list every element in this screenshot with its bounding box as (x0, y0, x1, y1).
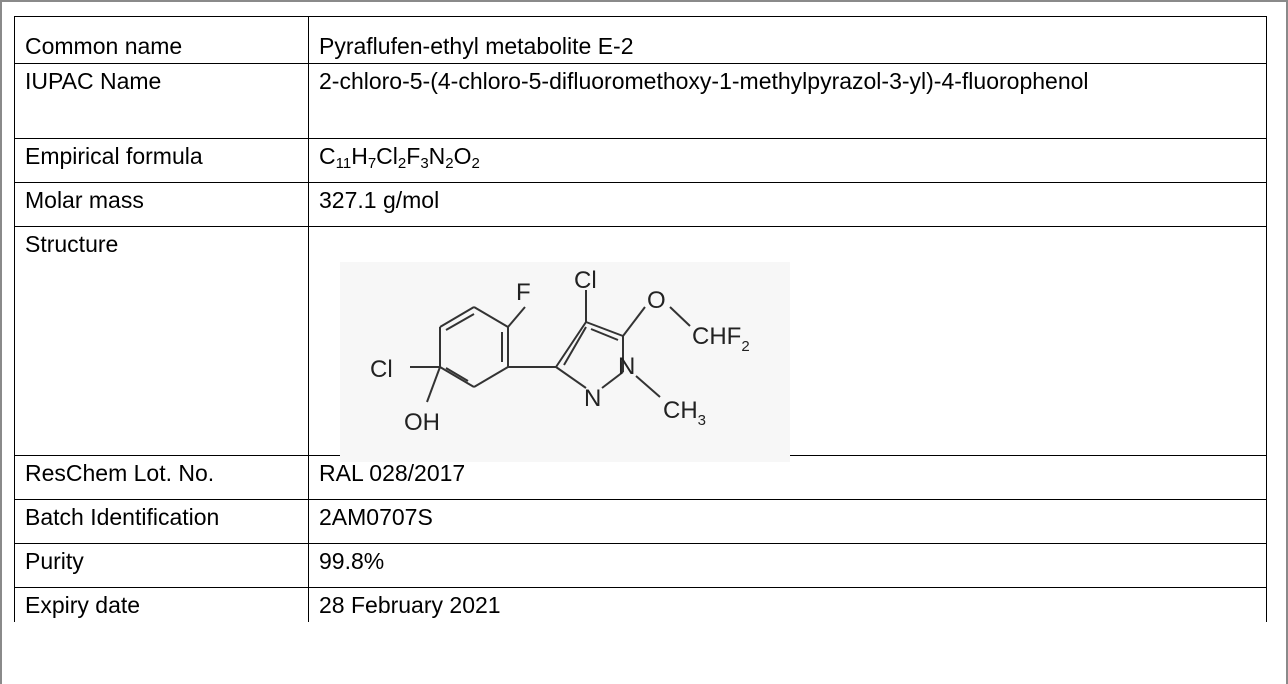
row-label: Molar mass (14, 182, 309, 227)
page-border-right (1286, 0, 1288, 684)
row-label: ResChem Lot. No. (14, 455, 309, 500)
table-row: Batch Identification 2AM0707S (14, 499, 1267, 544)
atom-n-right: N (618, 353, 635, 380)
atom-f: F (516, 279, 531, 306)
row-label: Structure (14, 226, 309, 456)
table-row: Molar mass 327.1 g/mol (14, 182, 1267, 227)
row-label: IUPAC Name (14, 63, 309, 139)
atom-oh: OH (404, 409, 440, 436)
row-label: Purity (14, 543, 309, 588)
table-row: Purity 99.8% (14, 543, 1267, 588)
atom-ch3: CH3 (663, 397, 706, 429)
row-label: Batch Identification (14, 499, 309, 544)
row-label: Expiry date (14, 587, 309, 622)
atom-o: O (647, 287, 666, 314)
page-border-left (0, 0, 2, 684)
row-value: 327.1 g/mol (308, 182, 1267, 227)
atom-cl-left: Cl (370, 356, 393, 383)
row-value: RAL 028/2017 (308, 455, 1267, 500)
row-label: Common name (14, 16, 309, 64)
row-value: 2AM0707S (308, 499, 1267, 544)
table-row: Common name Pyraflufen-ethyl metabolite … (14, 16, 1267, 64)
table-row: Expiry date 28 February 2021 (14, 587, 1267, 622)
row-label: Empirical formula (14, 138, 309, 183)
empirical-formula: C11H7Cl2F3N2O2 (308, 138, 1267, 183)
atom-cl-top: Cl (574, 267, 597, 294)
bond-lines (410, 290, 691, 403)
chemical-structure-diagram: F Cl O CHF2 Cl N N CH3 OH (340, 262, 790, 462)
page-border-top (0, 0, 1288, 2)
row-value: 99.8% (308, 543, 1267, 588)
row-value: 28 February 2021 (308, 587, 1267, 622)
table-row: IUPAC Name 2-chloro-5-(4-chloro-5-difluo… (14, 63, 1267, 139)
atom-chf2: CHF2 (692, 323, 750, 355)
structure-svg: F Cl O CHF2 Cl N N CH3 OH (370, 267, 750, 436)
atom-n-left: N (584, 385, 601, 412)
row-value: 2-chloro-5-(4-chloro-5-difluoromethoxy-1… (308, 63, 1267, 139)
specification-table: Common name Pyraflufen-ethyl metabolite … (14, 16, 1267, 622)
table-row: Empirical formula C11H7Cl2F3N2O2 (14, 138, 1267, 183)
row-value: Pyraflufen-ethyl metabolite E-2 (308, 16, 1267, 64)
table-row: ResChem Lot. No. RAL 028/2017 (14, 455, 1267, 500)
